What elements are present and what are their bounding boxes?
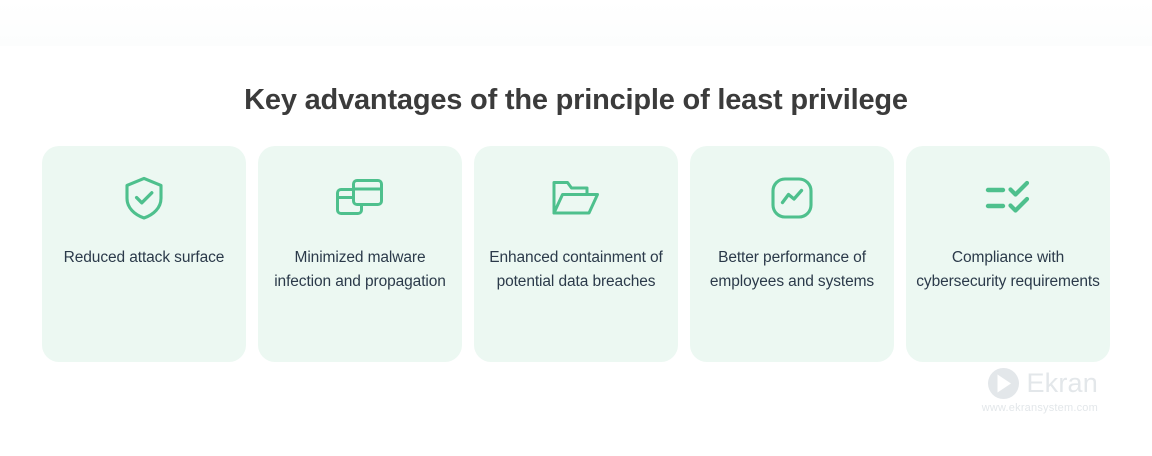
activity-chart-icon [764,172,820,224]
advantage-card-label: Enhanced containment of potential data b… [489,249,663,290]
advantage-card-label: Compliance with cybersecurity requiremen… [916,249,1100,290]
top-band [0,0,1152,46]
page-title: Key advantages of the principle of least… [244,84,908,116]
shield-check-icon [116,172,172,224]
advantage-card-label: Reduced attack surface [63,249,225,266]
advantage-card: Compliance with cybersecurity requiremen… [906,146,1110,362]
open-folder-icon [548,172,604,224]
advantage-card-label: Better performance of employees and syst… [709,249,875,290]
watermark: Ekran www.ekransystem.com [948,366,1098,418]
advantage-card-list: Reduced attack surface Minimized malware… [42,146,1110,362]
watermark-url: www.ekransystem.com [981,402,1098,414]
ekran-chevron-logo-icon [988,367,1020,399]
watermark-logo-row: Ekran [948,366,1098,400]
watermark-brand-name: Ekran [1026,367,1098,398]
advantage-card: Reduced attack surface [42,146,246,362]
advantage-card: Enhanced containment of potential data b… [474,146,678,362]
overlapping-windows-icon [332,172,388,224]
advantage-card-label: Minimized malware infection and propagat… [274,249,446,290]
advantage-card: Better performance of employees and syst… [690,146,894,362]
advantage-card: Minimized malware infection and propagat… [258,146,462,362]
checklist-icon [980,172,1036,224]
